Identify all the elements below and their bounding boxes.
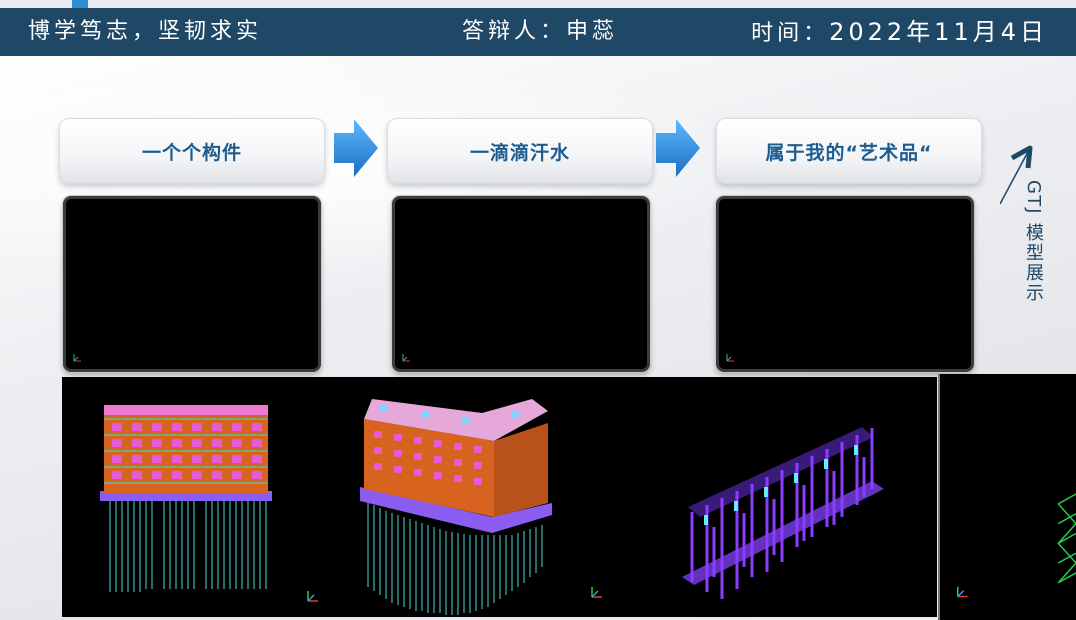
building-render-isometric: [360, 399, 552, 615]
model-render-partial-right: [938, 374, 1076, 620]
date-value: 2022年11月4日: [829, 18, 1048, 46]
side-section-title: GTJ 模型展示: [1023, 180, 1044, 304]
step-box-sweat: 一滴滴汗水: [387, 118, 653, 184]
top-accent-tab: [72, 0, 88, 8]
header-presenter: 答辩人：申蕊: [462, 8, 618, 56]
xyz-axis-icon: [73, 354, 81, 362]
xyz-axis-icon: [591, 587, 602, 598]
video-screen-2: [392, 196, 650, 372]
presenter-name: 申蕊: [566, 19, 619, 44]
top-strip: [0, 0, 1076, 8]
section-number-graphic: [1000, 145, 1033, 205]
xyz-axis-icon: [402, 354, 410, 362]
xyz-axis-icon: [307, 591, 318, 602]
model-render-strip: [62, 377, 937, 617]
xyz-axis-icon: [957, 586, 968, 598]
header-bar: 博学笃志，坚韧求实 答辩人：申蕊 时间：2022年11月4日: [0, 8, 1076, 56]
header-motto: 博学笃志，坚韧求实: [28, 19, 263, 44]
step-box-artwork: 属于我的“艺术品“: [716, 118, 982, 184]
pile-render-isometric: [682, 427, 884, 599]
date-label: 时间：: [751, 21, 830, 46]
building-render-front: [100, 405, 272, 592]
video-screen-3: [716, 196, 974, 372]
chevron-right-arrow-icon: [334, 119, 378, 177]
xyz-axis-icon: [726, 354, 734, 362]
presenter-label: 答辩人：: [462, 19, 567, 44]
header-date: 时间：2022年11月4日: [751, 8, 1048, 56]
step-box-components: 一个个构件: [59, 118, 325, 184]
chevron-right-arrow-icon: [656, 119, 700, 177]
video-screen-1: [63, 196, 321, 372]
